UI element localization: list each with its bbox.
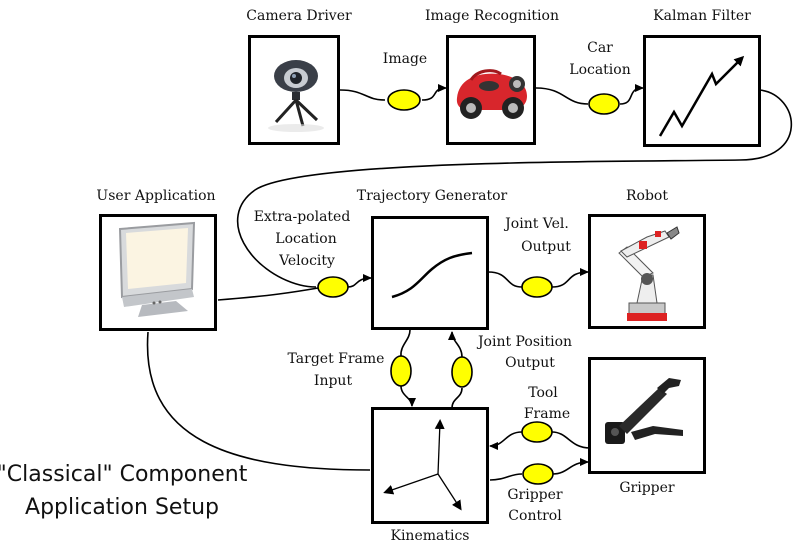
link-extrapolated-trajectory (347, 274, 372, 288)
gripper-icon (605, 378, 683, 444)
port-joint-position-label-2: Output (505, 355, 555, 371)
link-trajectory-targetframe (400, 329, 411, 357)
link-kinematics-grippercontrol (489, 473, 523, 481)
link-grippercontrol-gripper (552, 458, 589, 475)
user-application-label: User Application (96, 188, 216, 204)
port-extrapolated (317, 276, 349, 298)
kinematics-box (371, 407, 489, 524)
trajectory-generator-label: Trajectory Generator (356, 188, 508, 204)
image-recognition-label: Image Recognition (425, 8, 559, 24)
link-targetframe-kinematics (400, 385, 416, 407)
kalman-filter-box (643, 35, 761, 147)
port-target-frame (390, 355, 412, 387)
link-kalman-extrapolated (236, 89, 793, 288)
trajectory-generator-box (371, 216, 489, 330)
robot-label: Robot (626, 188, 668, 204)
link-trajectory-jointvel (487, 271, 523, 288)
kinematics-label: Kinematics (390, 528, 470, 544)
diagram-title-line-2: Application Setup (25, 495, 219, 520)
port-joint-vel-label-1: Joint Vel. (505, 216, 569, 232)
link-toolframe-kinematics (489, 431, 523, 450)
port-gripper-control-label-2: Control (508, 508, 562, 524)
camera-driver-label: Camera Driver (246, 8, 352, 24)
port-joint-position-label-1: Joint Position (477, 334, 573, 350)
zigzag-trajectory-icon (658, 55, 745, 137)
link-car-kalman (619, 84, 644, 105)
diagram-title-line-1: "Classical" Component (0, 462, 248, 487)
monitor-icon (118, 221, 196, 317)
link-recognition-car (535, 87, 589, 105)
link-jointposition-trajectory (448, 331, 463, 358)
port-joint-vel-label-2: Output (521, 239, 571, 255)
robot-arm-icon (618, 226, 680, 321)
robot-box (588, 214, 706, 329)
link-gripper-toolframe (551, 431, 591, 449)
gripper-box (588, 357, 706, 474)
link-userapp-trajectory (217, 287, 319, 301)
image-recognition-box (446, 35, 536, 145)
port-gripper-control (522, 463, 554, 485)
port-tool-frame-label-2: Frame (523, 406, 571, 422)
port-car-location (588, 93, 620, 115)
car-icon (456, 69, 527, 119)
port-extrapolated-label-3: Velocity (279, 253, 335, 269)
port-car-location-label-2: Location (569, 62, 631, 78)
port-gripper-control-label-1: Gripper (507, 487, 563, 503)
s-curve-icon (391, 251, 473, 299)
user-application-box (99, 214, 217, 331)
link-jointvel-robot (551, 268, 589, 288)
coordinate-frame-icon (383, 419, 462, 511)
kalman-filter-label: Kalman Filter (653, 8, 751, 24)
port-car-location-label-1: Car (587, 40, 613, 56)
port-joint-position (451, 356, 473, 388)
port-tool-frame (521, 421, 553, 443)
port-tool-frame-label-1: Tool (528, 385, 558, 401)
gripper-label: Gripper (619, 480, 675, 496)
port-target-frame-label-2: Input (313, 373, 353, 389)
port-joint-vel (521, 276, 553, 298)
webcam-icon (268, 60, 324, 132)
camera-driver-box (248, 35, 340, 145)
link-camera-image (339, 89, 386, 101)
port-extrapolated-label-1: Extra-polated (253, 209, 351, 225)
port-extrapolated-label-2: Location (275, 231, 337, 247)
link-userapp-kinematics (146, 331, 371, 471)
port-image (387, 89, 421, 111)
link-image-recognition (421, 84, 447, 101)
port-target-frame-label-1: Target Frame (287, 351, 385, 367)
link-kinematics-jointposition (451, 387, 463, 409)
port-image-label: Image (382, 51, 428, 67)
